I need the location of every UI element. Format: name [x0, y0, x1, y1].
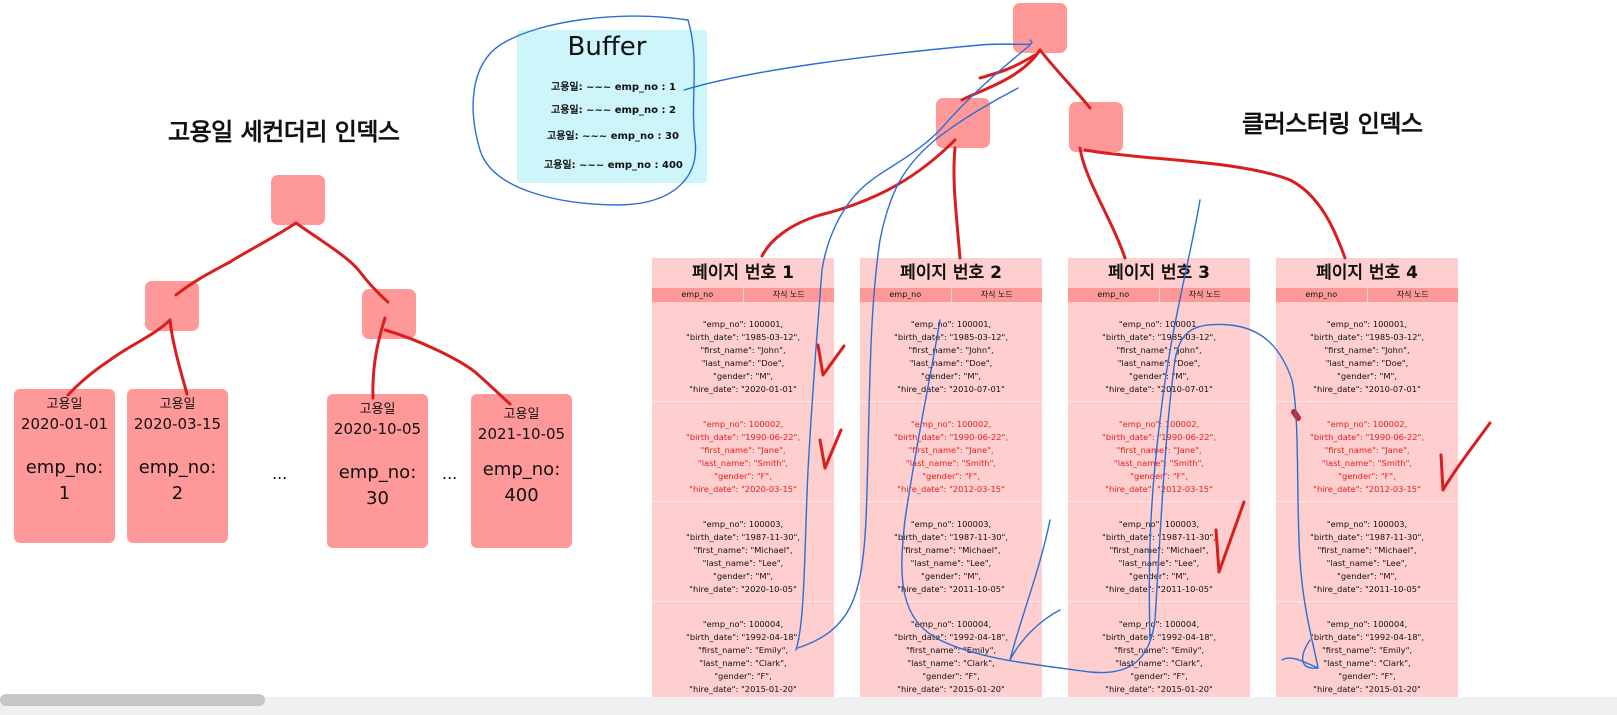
record: "emp_no": 100001, "birth_date": "1985-03…: [860, 302, 1042, 402]
buffer-row: 고용일: ~~~ emp_no : 1: [551, 82, 676, 93]
red-edge: [960, 48, 1042, 102]
page-1: 페이지 번호 1 emp_no 자식 노드 "emp_no": 100001, "…: [652, 258, 834, 705]
record: "emp_no": 100003, "birth_date": "1987-11…: [860, 502, 1042, 602]
secondary-leaf-1: 고용일 2020-01-01 emp_no: 1: [14, 389, 115, 543]
record: "emp_no": 100001, "birth_date": "1985-03…: [652, 302, 834, 402]
blue-path: [1009, 519, 1061, 661]
page-header: emp_no 자식 노드: [652, 288, 834, 302]
red-edge: [371, 316, 387, 400]
child-node-column: 자식 노드: [980, 290, 1013, 299]
record: "emp_no": 100001, "birth_date": "1985-03…: [1068, 302, 1250, 402]
page-title: 페이지 번호 1: [692, 263, 794, 283]
buffer-row: 고용일: ~~~ emp_no : 30: [547, 131, 679, 142]
leaf-emp-label: emp_no:: [25, 457, 104, 478]
blue-path: [1281, 639, 1319, 669]
clustering-index-title: 클러스터링 인덱스: [1242, 110, 1423, 138]
clustering-branch-node-right: [1069, 102, 1123, 152]
leaf-label: 고용일: [359, 402, 396, 417]
emp-no-column: emp_no: [1276, 288, 1368, 302]
red-edge: [66, 318, 172, 397]
buffer-title: Buffer: [567, 32, 647, 62]
leaf-label: 고용일: [503, 407, 540, 422]
record: "emp_no": 100003, "birth_date": "1987-11…: [1276, 502, 1458, 602]
leaf-label: 고용일: [159, 397, 196, 412]
record-highlighted: "emp_no": 100002, "birth_date": "1990-06…: [860, 402, 1042, 502]
leaf-emp-label: emp_no:: [482, 459, 561, 480]
red-edge: [383, 328, 512, 406]
red-edge: [1078, 146, 1127, 260]
secondary-leaf-4: 고용일 2021-10-05 emp_no: 400: [471, 394, 572, 548]
blue-path: [795, 44, 1031, 651]
check-mark: [818, 428, 843, 470]
red-edge: [168, 318, 189, 396]
page-header: emp_no 자식 노드: [1276, 288, 1458, 302]
leaf-date: 2020-10-05: [333, 420, 422, 438]
leaf-emp-label: emp_no:: [338, 462, 417, 483]
record-highlighted: "emp_no": 100002, "birth_date": "1990-06…: [1276, 402, 1458, 502]
record-highlighted: "emp_no": 100002, "birth_date": "1990-06…: [1068, 402, 1250, 502]
red-edge: [1083, 148, 1347, 260]
check-mark: [1439, 421, 1492, 492]
secondary-leaf-2: 고용일 2020-03-15 emp_no: 2: [127, 389, 228, 543]
child-node-column: 자식 노드: [772, 290, 805, 299]
page-title: 페이지 번호 2: [900, 263, 1002, 283]
buffer-row: 고용일: ~~~ emp_no : 400: [544, 160, 683, 171]
emp-no-column: emp_no: [860, 288, 952, 302]
leaf-emp-no: 30: [366, 488, 389, 509]
child-node-column: 자식 노드: [1396, 290, 1429, 299]
secondary-leaf-3: 고용일 2020-10-05 emp_no: 30: [327, 394, 428, 548]
check-mark: [1214, 500, 1246, 574]
horizontal-scrollbar-track[interactable]: [0, 697, 1617, 715]
horizontal-scrollbar-thumb[interactable]: [0, 694, 265, 706]
ellipsis-2: ...: [442, 464, 458, 483]
child-node-column: 자식 노드: [1188, 290, 1221, 299]
secondary-root-node: [271, 175, 325, 225]
clustering-branch-node-left: [936, 98, 990, 148]
secondary-index-title: 고용일 세컨더리 인덱스: [168, 118, 400, 146]
blue-line: [683, 39, 1033, 91]
record: "emp_no": 100003, "birth_date": "1987-11…: [652, 502, 834, 602]
emp-no-column: emp_no: [652, 288, 744, 302]
emp-no-column: emp_no: [1068, 288, 1160, 302]
red-edge: [760, 138, 957, 258]
record: "emp_no": 100004, "birth_date": "1992-04…: [652, 602, 834, 702]
red-edge: [952, 146, 962, 260]
leaf-label: 고용일: [46, 397, 83, 412]
check-mark: [816, 343, 846, 377]
page-4: 페이지 번호 4 emp_no 자식 노드 "emp_no": 100001, "…: [1276, 258, 1458, 705]
buffer-row: 고용일: ~~~ emp_no : 2: [551, 105, 676, 116]
secondary-branch-node-left: [145, 281, 199, 331]
red-edge: [294, 221, 390, 304]
record-highlighted: "emp_no": 100002, "birth_date": "1990-06…: [652, 402, 834, 502]
red-edge: [1038, 48, 1092, 110]
leaf-date: 2021-10-05: [477, 425, 566, 443]
blue-path: [1148, 199, 1201, 641]
leaf-emp-label: emp_no:: [138, 457, 217, 478]
page-header: emp_no 자식 노드: [1068, 288, 1250, 302]
leaf-date: 2020-01-01: [20, 415, 109, 433]
page-title: 페이지 번호 4: [1316, 263, 1418, 283]
blue-path: [901, 319, 1319, 674]
ellipsis-1: ...: [272, 464, 288, 483]
page-2: 페이지 번호 2 emp_no 자식 노드 "emp_no": 100001, "…: [860, 258, 1042, 705]
leaf-emp-no: 2: [171, 483, 184, 504]
page-header: emp_no 자식 노드: [860, 288, 1042, 302]
red-edge: [978, 53, 1037, 80]
leaf-date: 2020-03-15: [133, 415, 222, 433]
leaf-emp-no: 400: [504, 485, 539, 506]
blue-loop: [472, 15, 697, 206]
record: "emp_no": 100001, "birth_date": "1985-03…: [1276, 302, 1458, 402]
red-edge: [174, 221, 298, 297]
leaf-emp-no: 1: [58, 483, 71, 504]
buffer-box: Buffer 고용일: ~~~ emp_no : 1 고용일: ~~~ emp_…: [517, 30, 707, 183]
blue-path: [797, 87, 1019, 649]
